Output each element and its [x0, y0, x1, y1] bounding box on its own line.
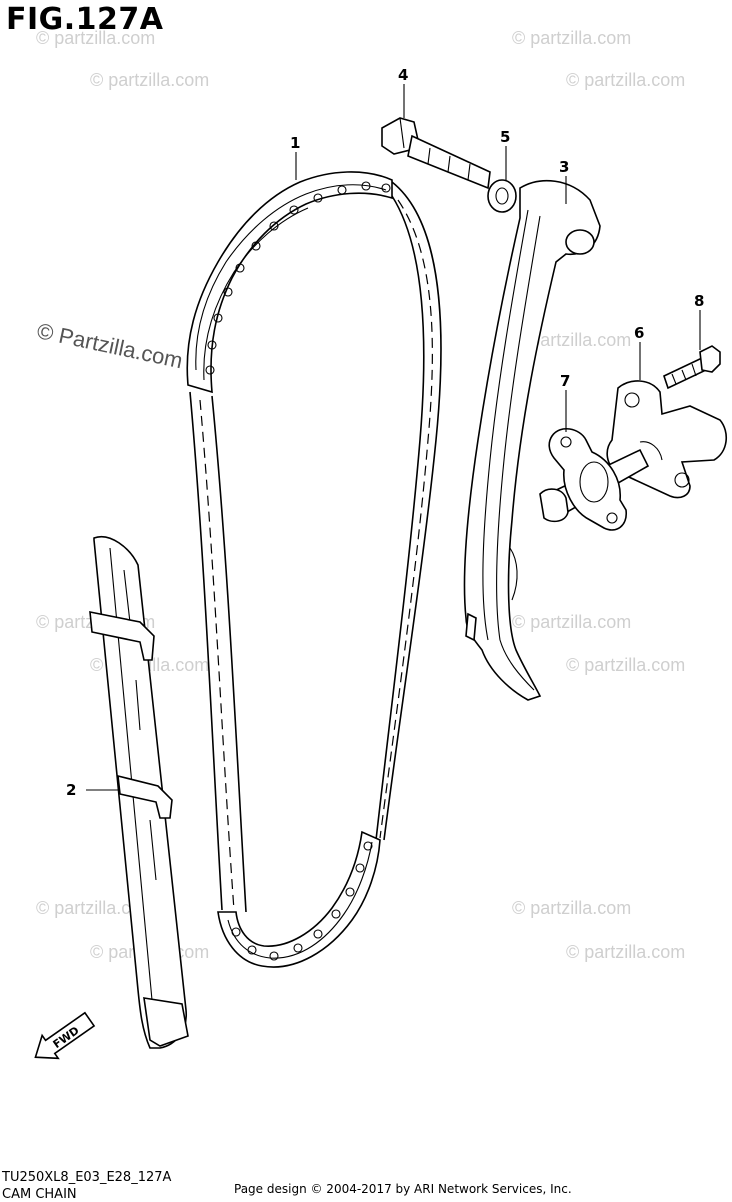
callout-6: 6	[634, 324, 645, 342]
chain-guide	[89, 535, 189, 1049]
watermark: © partzilla.com	[512, 330, 632, 350]
gasket	[548, 428, 627, 531]
copyright-notice: Page design © 2004-2017 by ARI Network S…	[234, 1182, 572, 1196]
watermark: © partzilla.com	[512, 28, 632, 48]
leader-lines	[86, 84, 701, 791]
callout-2: 2	[66, 781, 77, 799]
fwd-arrow-icon: FWD	[34, 1011, 96, 1060]
watermark: © partzilla.com	[566, 70, 686, 90]
cam-chain	[186, 171, 442, 968]
watermark: © partzilla.com	[36, 898, 156, 918]
watermark: © partzilla.com	[512, 898, 632, 918]
diagram-code: TU250XL8_E03_E28_127A	[2, 1170, 172, 1185]
callout-7: 7	[560, 372, 571, 390]
callout-3: 3	[559, 158, 570, 176]
tensioner-guide	[463, 179, 601, 701]
watermark: © partzilla.com	[90, 70, 210, 90]
watermark: © partzilla.com	[512, 612, 632, 632]
watermark: © partzilla.com	[566, 655, 686, 675]
watermark: © partzilla.com	[566, 942, 686, 962]
watermark: © partzilla.com	[36, 28, 156, 48]
adjuster-bolt	[663, 345, 721, 390]
washer	[487, 179, 517, 213]
guide-bolt	[381, 117, 491, 190]
callout-4: 4	[398, 66, 409, 84]
callout-1: 1	[290, 134, 301, 152]
callout-8: 8	[694, 292, 705, 310]
callout-5: 5	[500, 128, 511, 146]
diagram-caption: CAM CHAIN	[2, 1187, 77, 1202]
figure-title: FIG.127A	[6, 2, 164, 37]
